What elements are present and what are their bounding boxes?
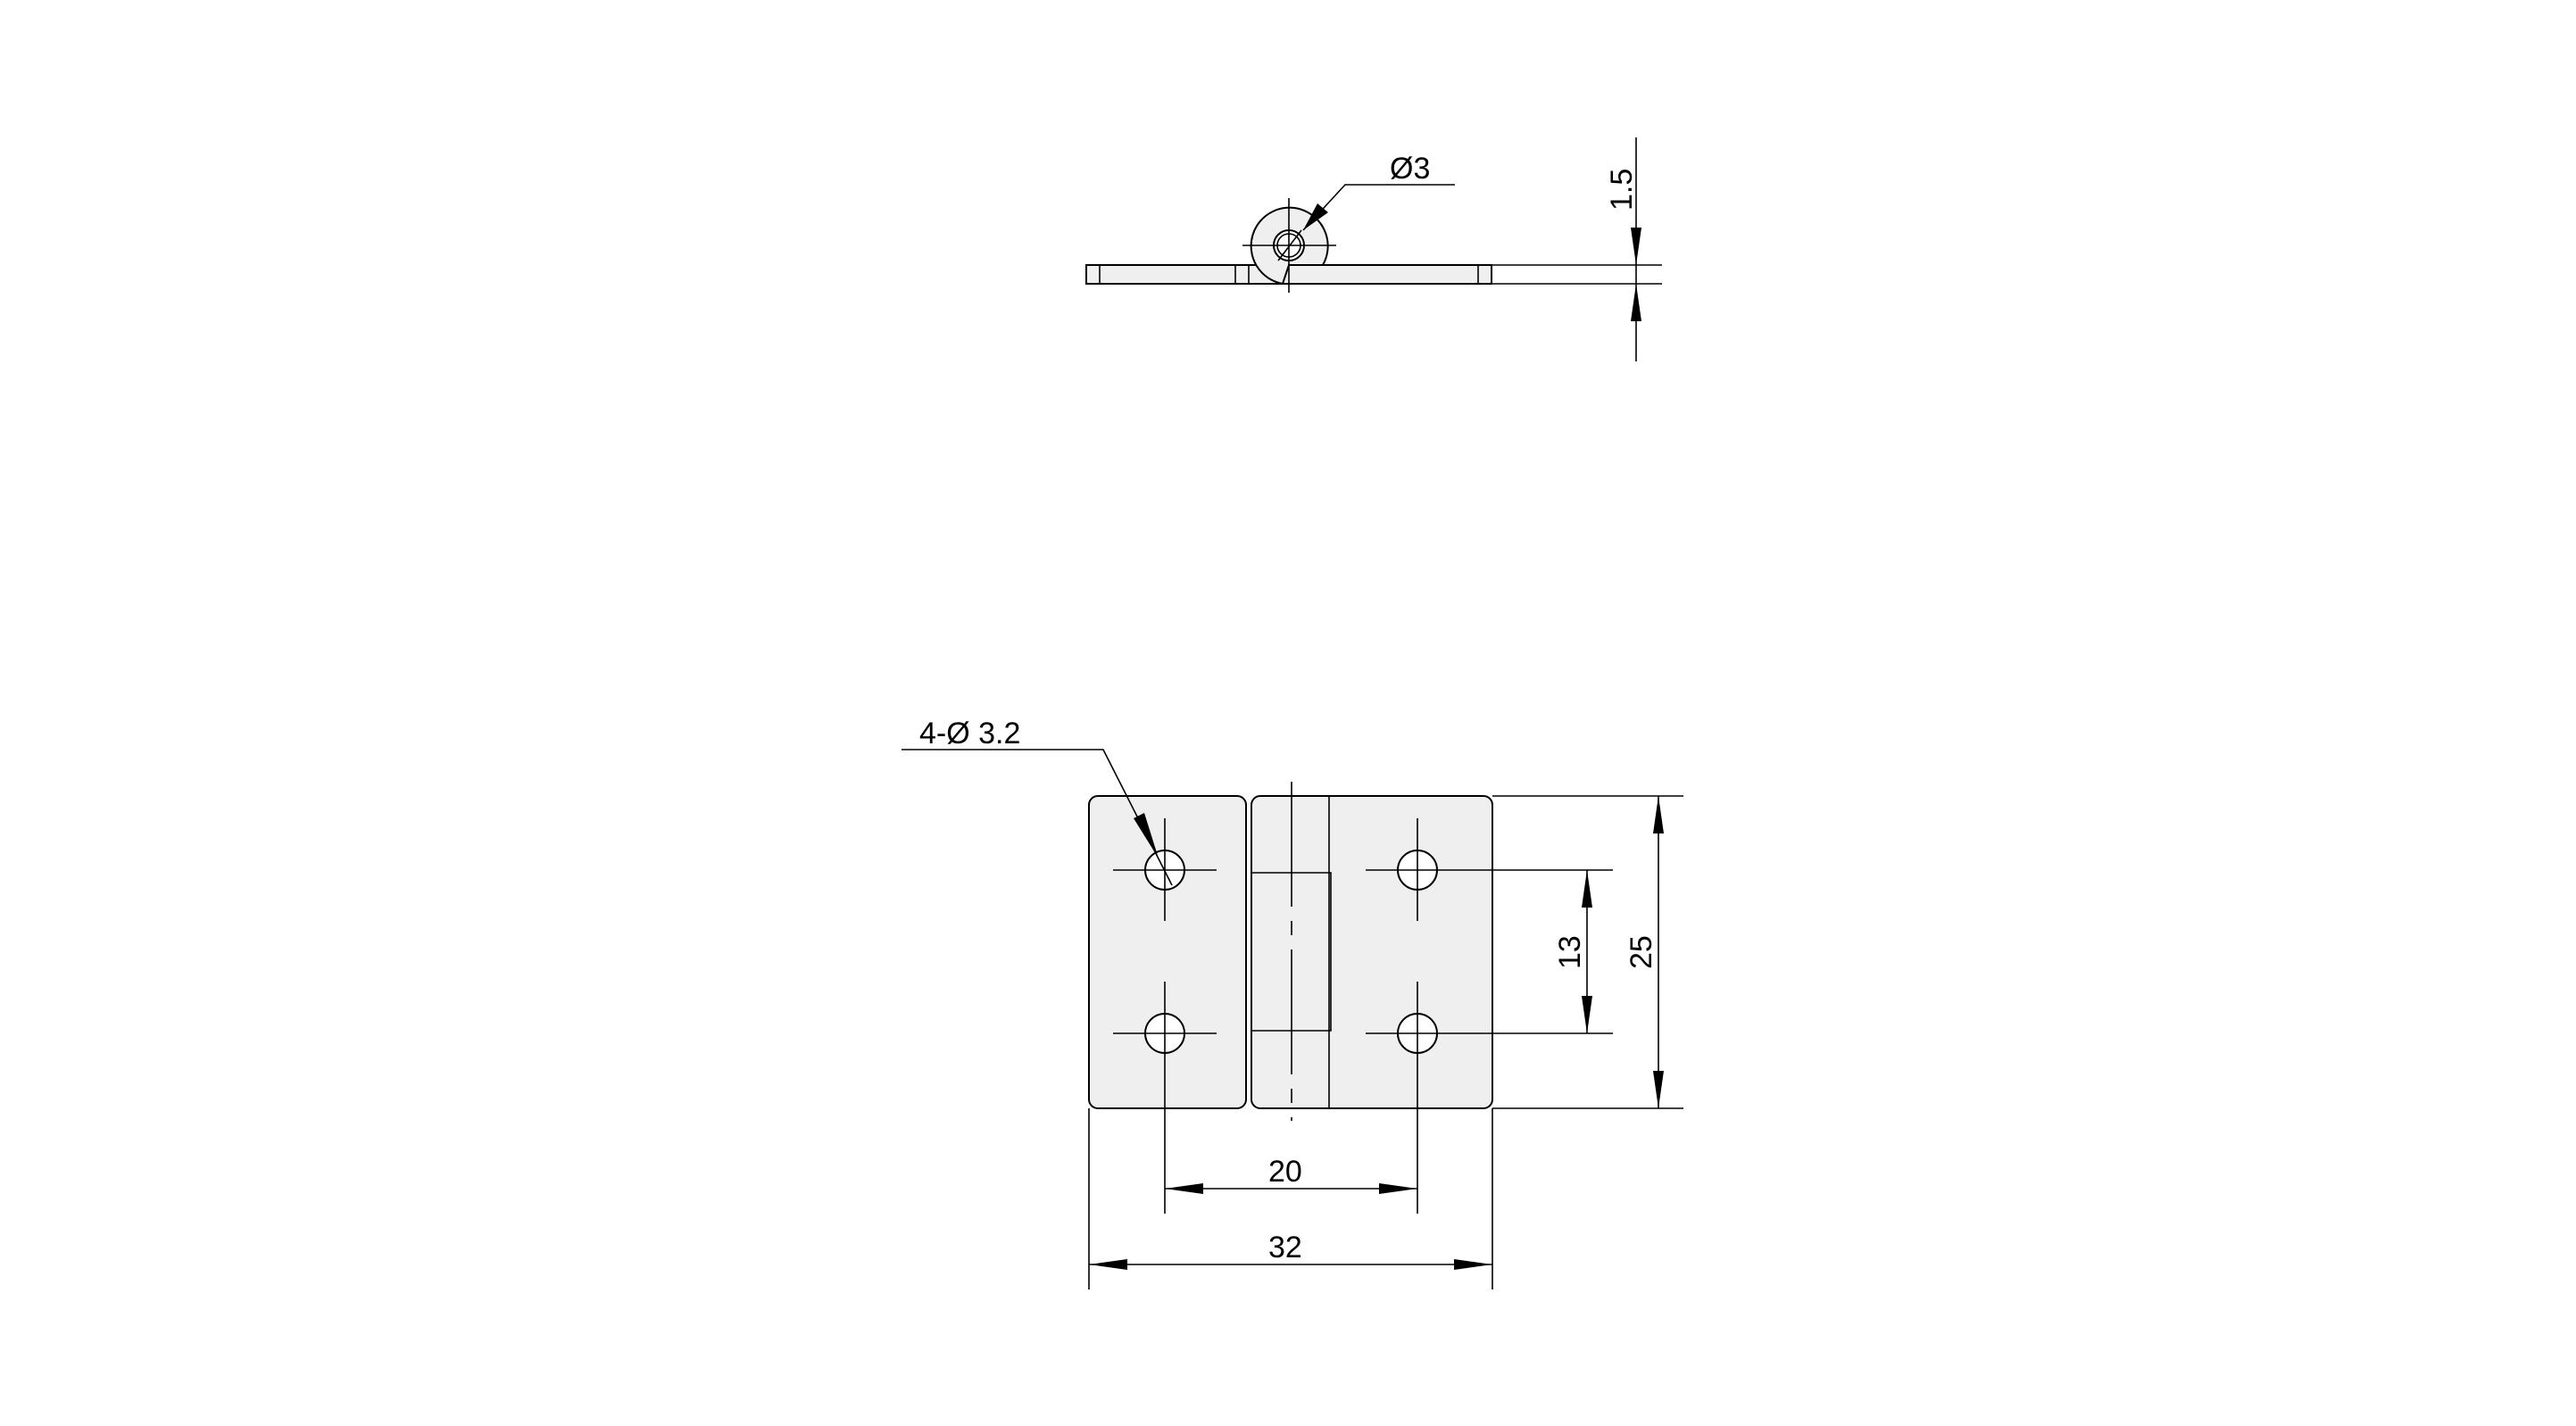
left-leaf: [1088, 795, 1247, 1109]
hole-spacing-vertical-label: 13: [1553, 935, 1587, 969]
overall-width-label: 32: [1268, 1231, 1302, 1264]
holes-label: 4-Ø 3.2: [919, 717, 1020, 750]
pin-diameter-label: Ø3: [1390, 152, 1430, 186]
front-view: 4-Ø 3.2 20 32 13 25: [902, 717, 1683, 1289]
right-leaf: [1251, 795, 1493, 1109]
overall-height-label: 25: [1625, 935, 1658, 969]
thickness-label: 1.5: [1605, 169, 1639, 211]
side-view: Ø3 1.5: [1085, 137, 1662, 361]
hole-spacing-horizontal-label: 20: [1268, 1155, 1302, 1189]
